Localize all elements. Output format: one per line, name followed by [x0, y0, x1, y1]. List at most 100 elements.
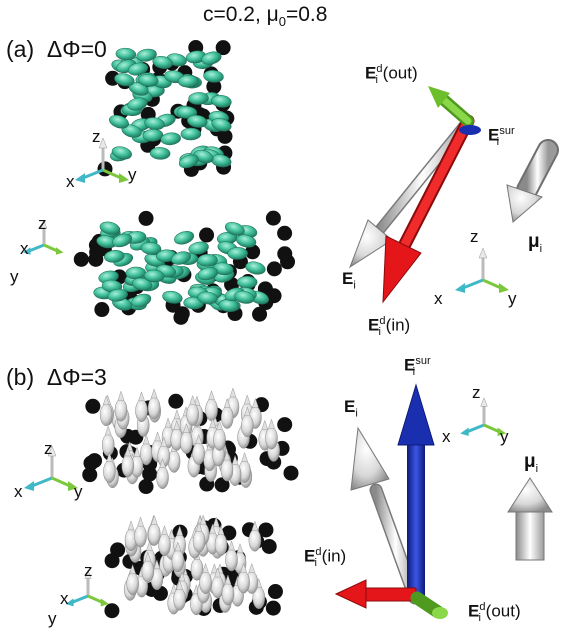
particle-teal: [174, 231, 195, 245]
particle-teal: [234, 290, 255, 304]
axis-label-y: y: [74, 482, 83, 501]
particle-black: [261, 538, 277, 554]
particle-teal: [142, 128, 164, 142]
particle-black: [266, 261, 282, 277]
particle-black: [87, 453, 103, 469]
axis-y: [87, 594, 104, 604]
axis-y: [483, 423, 500, 434]
particle-teal: [224, 222, 245, 236]
panel-b-e-out-arrow: [410, 591, 448, 619]
axis-triad: [23, 220, 64, 255]
particle-black: [283, 465, 299, 481]
particle-spike: [102, 395, 110, 406]
particle-white: [156, 466, 169, 489]
panel-b-label: (b) ΔΦ=3: [6, 366, 107, 389]
axis-label-z: z: [44, 439, 53, 458]
particle-spike: [193, 395, 201, 406]
axis-x-head: [455, 283, 465, 293]
particle-spike: [212, 516, 220, 527]
axis-label-x: x: [442, 427, 451, 446]
particle-teal: [197, 254, 218, 267]
particle-spike: [174, 541, 182, 552]
particle-white: [148, 523, 161, 546]
panel-a-e-i-label: Ei: [342, 269, 356, 292]
particle-black: [206, 79, 222, 95]
particle-spike: [154, 431, 161, 442]
particle-white: [241, 414, 254, 438]
panel-b-e-out-label: Edi (out): [468, 601, 521, 625]
panel-a-letter: (a): [6, 36, 35, 62]
axis-x-head: [65, 598, 74, 607]
particle-black: [94, 302, 110, 318]
axis-y-head: [119, 173, 129, 183]
particle-white: [99, 403, 113, 427]
particle-spike: [209, 417, 217, 428]
axis-y: [51, 476, 71, 488]
particle-teal: [236, 276, 258, 289]
panel-b-letter: (b): [6, 364, 35, 390]
axis-triad: [455, 247, 509, 293]
particle-teal: [149, 147, 171, 160]
particle-spike: [176, 579, 183, 590]
particle-spike: [150, 388, 158, 399]
particle-black: [277, 225, 293, 241]
particle-spike: [117, 390, 125, 401]
particle-spike: [243, 406, 251, 417]
panel-a-e-in-arrow: [382, 114, 475, 304]
panel-a-mu-label: μi: [528, 231, 543, 255]
panel-b-mu-label: μi: [524, 451, 539, 475]
particle-black: [104, 603, 120, 619]
axis-label-y: y: [10, 267, 19, 286]
particle-spike: [137, 516, 144, 527]
panel-b-e-in-label: Edi (in): [304, 546, 347, 570]
particle-white: [213, 428, 226, 451]
panel-a-e-out-arrow: [428, 86, 474, 127]
particle-white: [205, 398, 218, 422]
axis-y-head: [56, 247, 64, 255]
particle-teal: [180, 127, 202, 141]
panel-b-e-sur-arrow: [397, 383, 435, 600]
axis-x: [28, 243, 45, 253]
particle-spike: [164, 417, 172, 428]
particle-black: [277, 246, 293, 262]
particle-teal: [170, 251, 191, 265]
particle-teal: [197, 291, 218, 305]
particle-white: [225, 548, 238, 572]
particle-white: [173, 588, 186, 611]
particle-white: [192, 442, 205, 465]
particle-teal: [115, 47, 137, 61]
panel-b-cluster-bottom: [104, 514, 283, 619]
particle-teal: [245, 261, 266, 275]
panel-b-e-i-label: Ei: [344, 397, 358, 420]
particle-black: [85, 398, 101, 414]
axis-y-head: [497, 427, 507, 437]
panel-b-mu-arrow: [507, 477, 553, 561]
axis-label-x: x: [60, 589, 69, 608]
particle-spike: [223, 450, 231, 461]
particle-teal: [211, 118, 232, 132]
axis-label-z: z: [92, 127, 101, 146]
axis-label-x: x: [66, 172, 75, 191]
particle-spike: [211, 563, 218, 574]
particle-black: [252, 306, 268, 322]
particle-white: [199, 571, 212, 594]
particle-spike: [202, 562, 209, 573]
particle-black: [73, 251, 89, 267]
particle-white: [103, 460, 116, 483]
particle-spike: [252, 397, 259, 408]
panel-b-e-i-arrow: [350, 426, 422, 605]
particle-white: [221, 582, 235, 606]
axis-y: [43, 243, 59, 253]
particle-spike: [159, 457, 166, 468]
particle-spike: [142, 434, 150, 445]
particle-teal: [111, 146, 132, 160]
particle-white: [114, 398, 128, 422]
particle-black: [199, 227, 215, 243]
axis-y-head: [100, 598, 109, 607]
axis-label-z: z: [470, 227, 479, 246]
particle-spike: [127, 520, 135, 531]
particle-black: [277, 417, 293, 433]
axis-z-head: [480, 397, 488, 407]
particle-teal: [188, 241, 209, 255]
axis-x-head: [75, 173, 85, 183]
